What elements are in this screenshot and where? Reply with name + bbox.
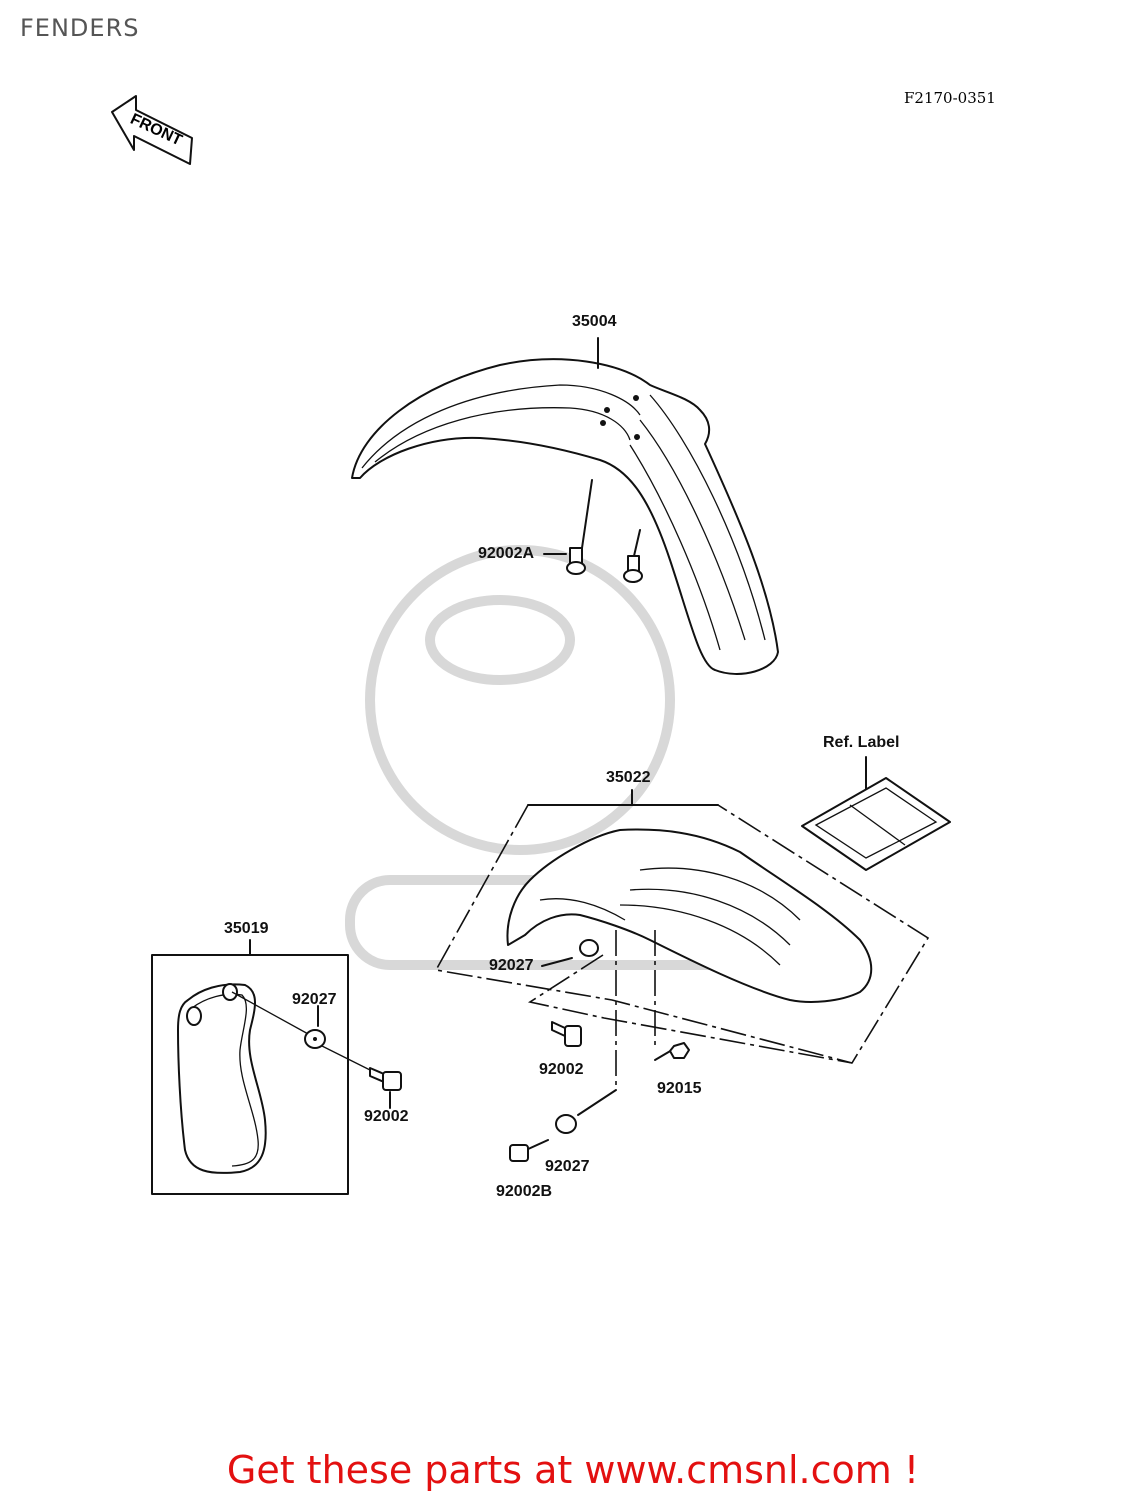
side-cover-drawing <box>177 983 267 1174</box>
callout-rear-bolt-b: 92002B <box>496 1183 553 1200</box>
rear-bolt-b-icon <box>509 1139 549 1162</box>
rear-washer-upper-icon <box>579 939 599 957</box>
reference-label-sticker <box>801 777 951 871</box>
callout-side-bolt: 92002 <box>364 1108 409 1125</box>
callout-front-fender-bolt: 92002A <box>478 545 535 562</box>
rear-nut-icon <box>669 1042 690 1059</box>
front-fender-bolt-icon <box>566 547 643 583</box>
callout-front-fender: 35004 <box>572 313 617 330</box>
page-title: FENDERS <box>20 14 140 42</box>
front-arrow-icon: FRONT <box>111 95 193 165</box>
callout-side-cover: 35019 <box>224 920 269 937</box>
callout-rear-nut: 92015 <box>657 1080 702 1097</box>
front-fender-drawing <box>351 358 779 675</box>
callout-rear-washer-lower: 92027 <box>545 1158 590 1175</box>
callout-side-washer: 92027 <box>292 991 337 1008</box>
side-cover-frame <box>151 954 349 1195</box>
footer-cta-link[interactable]: Get these parts at www.cmsnl.com ! <box>226 1448 920 1492</box>
rear-fender-drawing <box>506 828 873 1003</box>
side-washer-icon <box>304 1029 326 1049</box>
exploded-parts-diagram: FRONT <box>111 95 951 1195</box>
callout-rear-fender: 35022 <box>606 769 651 786</box>
diagram-code: F2170-0351 <box>904 89 996 107</box>
rear-washer-lower-icon <box>555 1114 577 1134</box>
callout-rear-washer-upper: 92027 <box>489 957 534 974</box>
rear-bolt-icon <box>551 1021 582 1047</box>
callout-ref-label: Ref. Label <box>823 734 900 751</box>
callout-rear-bolt: 92002 <box>539 1061 584 1078</box>
side-bolt-icon <box>369 1067 402 1091</box>
